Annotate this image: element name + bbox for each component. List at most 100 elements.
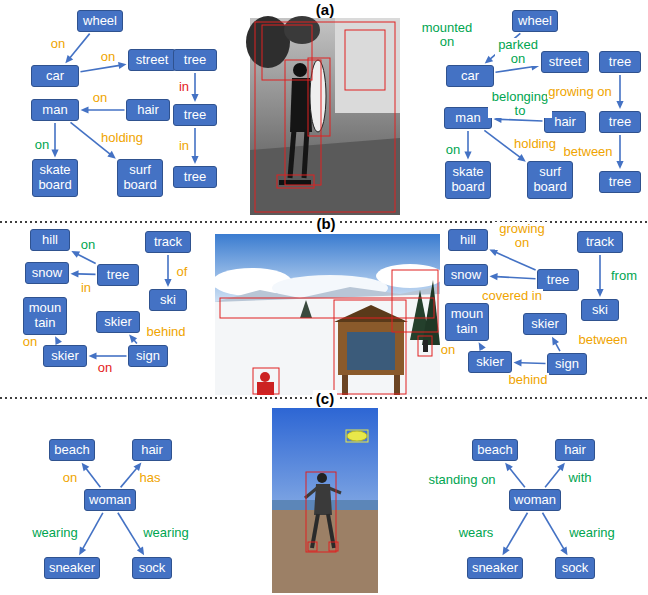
relation-label: behind (507, 373, 548, 387)
object-node: tree (599, 51, 641, 74)
object-node: hill (448, 229, 488, 252)
bounding-box (346, 430, 368, 442)
bounding-box (253, 368, 279, 394)
object-node: tree (599, 171, 641, 194)
photo-tree (284, 16, 320, 44)
object-node: hair (555, 439, 595, 462)
object-node: skier (523, 313, 567, 336)
bounding-box (220, 298, 434, 318)
arrow-head (79, 546, 86, 555)
relation-label: on (34, 138, 50, 152)
object-node: street (541, 51, 589, 74)
relation-label: behind (145, 325, 186, 339)
photo-person (317, 473, 327, 483)
node-label: beach (53, 443, 91, 458)
object-node: skier (96, 311, 140, 334)
arrow-head (89, 352, 97, 359)
relation-label: of (176, 265, 189, 279)
node-label: woman (88, 493, 132, 508)
relation-arrow (479, 342, 486, 351)
relation-arrow (89, 352, 127, 359)
photo-a (246, 16, 400, 215)
relation-label: wearing (31, 526, 79, 540)
arrow-head (70, 270, 78, 277)
photo-person (290, 130, 294, 178)
arrow-head (505, 463, 513, 471)
object-node: hair (126, 99, 170, 122)
object-node: sign (547, 353, 587, 376)
photo-frisbee (347, 431, 367, 441)
panel-title: (b) (313, 215, 338, 232)
node-label: skier (472, 355, 508, 370)
relation-arrow (191, 128, 198, 164)
node-label: track (581, 235, 619, 250)
relation-arrow (70, 270, 95, 277)
arrow-head (616, 161, 623, 169)
relation-label: on (445, 143, 461, 157)
arrow-head (557, 463, 565, 471)
connector-line (86, 468, 101, 487)
arrow-head (485, 56, 493, 64)
arrow-head (596, 289, 603, 297)
object-node: track (577, 231, 623, 254)
relation-label: on (62, 471, 78, 485)
object-node: skate board (32, 159, 78, 197)
object-node: car (31, 65, 79, 88)
relation-arrow (616, 75, 623, 109)
relation-label: from (610, 269, 638, 283)
relation-label: growing on (547, 85, 613, 99)
relation-label: wearing (142, 526, 190, 540)
arrow-head (513, 359, 521, 366)
bounding-box (392, 270, 438, 332)
object-node: hair (132, 439, 172, 462)
arrow-head (489, 249, 498, 256)
node-label: surf board (531, 165, 569, 195)
bounding-box (255, 22, 395, 212)
relation-label: on (100, 50, 116, 64)
photo-person (290, 78, 312, 132)
object-node: tree (173, 104, 217, 127)
arrow-head (503, 547, 510, 556)
bounding-box (329, 542, 338, 551)
object-node: skate board (445, 161, 491, 199)
relation-arrow (129, 335, 137, 344)
node-label: sock (559, 561, 591, 576)
relation-arrow (543, 513, 568, 555)
relation-label: covered in (481, 289, 543, 303)
relation-label: on (440, 343, 456, 357)
bounding-box (334, 300, 406, 394)
connector-line (80, 65, 119, 71)
connector-line (500, 119, 542, 121)
relation-arrow (82, 463, 101, 488)
node-label: sign (132, 349, 164, 364)
object-node: sneaker (44, 557, 100, 580)
relation-arrow (545, 463, 565, 488)
node-label: tree (177, 170, 213, 185)
relation-label: standing on (427, 473, 496, 487)
relation-label: growing on (495, 222, 549, 251)
object-node: surf board (527, 161, 573, 199)
object-node: sneaker (467, 557, 523, 580)
relation-arrow (489, 273, 535, 280)
photo-skateboard (279, 180, 311, 185)
node-label: track (149, 235, 187, 250)
node-label: sock (136, 561, 168, 576)
panel-title: (a) (313, 1, 337, 18)
bounding-box (306, 472, 336, 552)
object-node: surf board (117, 159, 163, 197)
relation-label: wearing (568, 526, 616, 540)
relation-label: with (567, 471, 592, 485)
object-node: tree (599, 111, 641, 134)
relation-label: in (178, 80, 190, 94)
connector-line (467, 131, 469, 153)
connector-line (83, 513, 103, 549)
relation-label: parked on (495, 38, 541, 67)
relation-arrow (79, 513, 103, 555)
node-label: tree (177, 53, 213, 68)
photo-person (305, 488, 317, 498)
connector-line (520, 362, 545, 364)
relation-label: between (562, 145, 613, 159)
connector-line (555, 343, 560, 351)
relation-arrow (513, 359, 545, 366)
node-label: hair (559, 443, 591, 458)
